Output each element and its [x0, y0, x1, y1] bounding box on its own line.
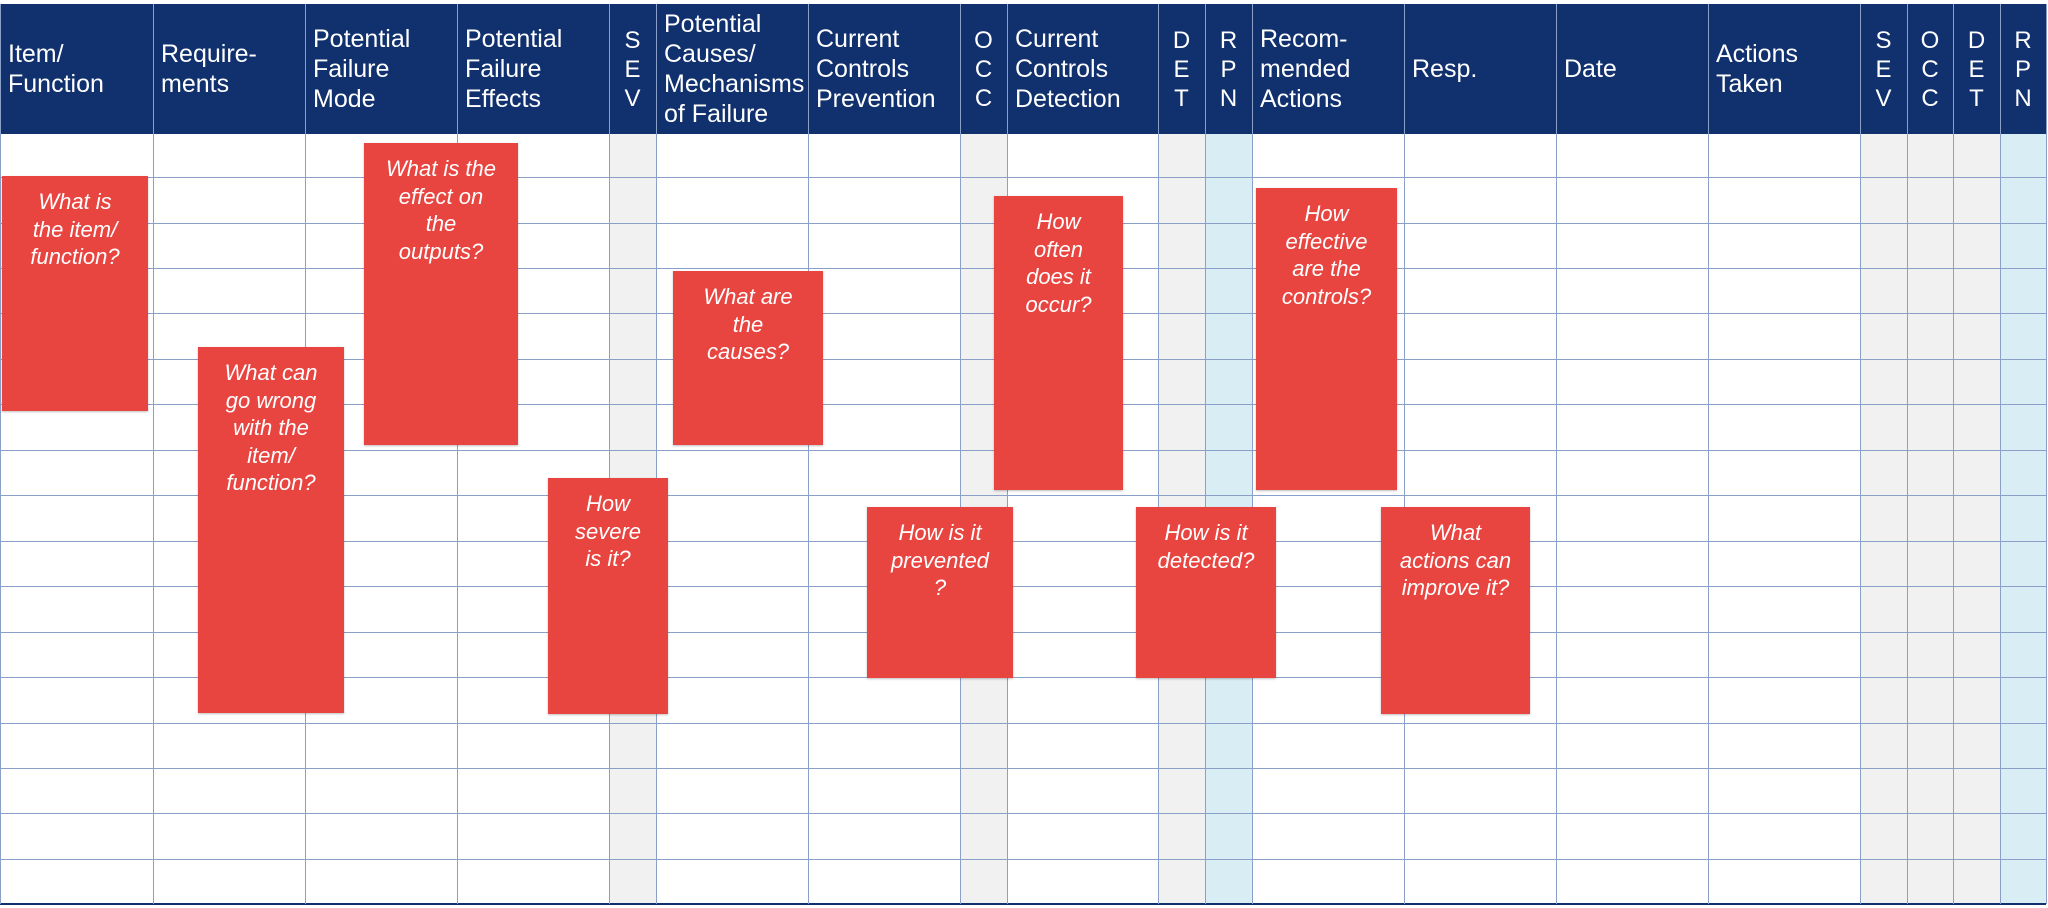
row-line	[0, 495, 2046, 496]
col-header-occ: O C C	[974, 26, 993, 112]
note-how-detected: How is it detected?	[1136, 507, 1276, 678]
col-header-rpn-2: R P N	[2014, 26, 2032, 112]
note-what-are-causes: What are the causes?	[673, 271, 823, 445]
column-line	[808, 4, 809, 904]
row-line	[0, 541, 2046, 542]
col-header-occ-2: O C C	[1920, 26, 1940, 112]
col-header-sev: S E V	[624, 26, 641, 112]
column-line	[1252, 4, 1253, 904]
row-line	[0, 677, 2046, 678]
row-line	[0, 586, 2046, 587]
column-line	[1404, 4, 1405, 904]
note-effect-on-outputs: What is the effect on the outputs?	[364, 143, 518, 445]
column-line	[1205, 4, 1206, 904]
row-line	[0, 768, 2046, 769]
row-line	[0, 177, 2046, 178]
note-how-often: How often does it occur?	[994, 196, 1123, 490]
col-header-requirements: Require- ments	[161, 40, 257, 98]
column-line	[457, 4, 458, 904]
column-line	[2000, 4, 2001, 904]
col-header-det: D E T	[1172, 26, 1191, 112]
col-header-det-2: D E T	[1967, 26, 1986, 112]
col-header-date: Date	[1564, 55, 1617, 83]
note-how-effective: How effective are the controls?	[1256, 188, 1397, 490]
column-line	[1158, 4, 1159, 904]
col-header-rpn: R P N	[1219, 26, 1238, 112]
row-line	[0, 723, 2046, 724]
row-line	[0, 859, 2046, 860]
column-line	[1708, 4, 1709, 904]
note-what-can-go-wrong: What can go wrong with the item/ functio…	[198, 347, 344, 713]
col-header-potential-failure-effects: Potential Failure Effects	[465, 25, 563, 113]
column-line	[1556, 4, 1557, 904]
row-line	[0, 632, 2046, 633]
row-line	[0, 813, 2046, 814]
column-line	[960, 4, 961, 904]
col-header-controls-prevention: Current Controls Prevention	[816, 25, 936, 113]
col-header-potential-causes: Potential Causes/ Mechanisms of Failure	[664, 10, 805, 128]
col-header-recommended-actions: Recom- mended Actions	[1260, 25, 1351, 113]
col-header-controls-detection: Current Controls Detection	[1015, 25, 1121, 113]
column-line	[1860, 4, 1861, 904]
column-line	[0, 4, 1, 904]
note-how-severe: How severe is it?	[548, 478, 668, 714]
column-line	[1953, 4, 1954, 904]
column-line	[1907, 4, 1908, 904]
col-header-sev-2: S E V	[1875, 26, 1892, 112]
note-how-prevented: How is it prevented ?	[867, 507, 1013, 678]
note-item-function: What is the item/ function?	[2, 176, 148, 411]
column-line	[609, 4, 610, 904]
col-header-actions-taken: Actions Taken	[1716, 40, 1798, 98]
occ2-column-shade	[1907, 134, 1953, 904]
note-actions-improve: What actions can improve it?	[1381, 507, 1530, 714]
col-header-potential-failure-mode: Potential Failure Mode	[313, 25, 411, 113]
det2-column-shade	[1953, 134, 2000, 904]
sev2-column-shade	[1860, 134, 1907, 904]
bottom-border	[0, 903, 2046, 905]
rpn2-column-shade	[2000, 134, 2046, 904]
column-line	[153, 4, 154, 904]
header-bar	[0, 4, 2046, 134]
column-line	[656, 4, 657, 904]
column-line	[2046, 4, 2047, 904]
col-header-item-function: Item/ Function	[8, 40, 104, 98]
col-header-resp: Resp.	[1412, 55, 1478, 83]
